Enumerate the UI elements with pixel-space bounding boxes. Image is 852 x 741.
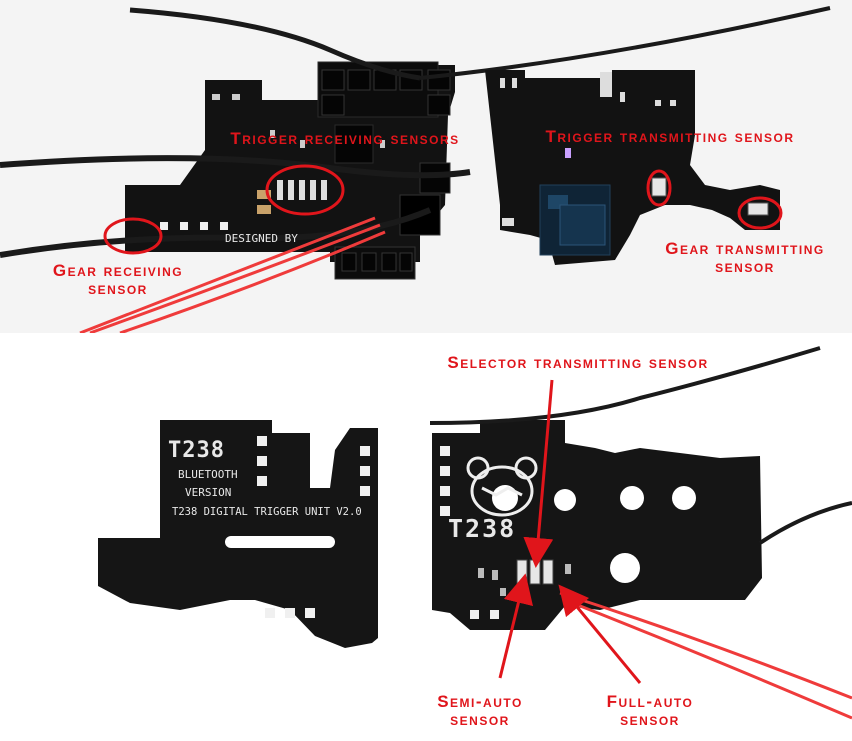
red-wire-b2 — [564, 598, 852, 720]
red-wire-b1 — [559, 591, 852, 700]
black-wire-top — [429, 346, 821, 425]
trigger-transmitting-sensor-component — [651, 177, 667, 197]
product-name-silkscreen: T238 DIGITAL TRIGGER UNIT V2.0 — [172, 506, 362, 518]
bottom-photo-drawing — [98, 346, 852, 720]
designed-by-silkscreen: DESIGNED BY — [225, 232, 298, 245]
black-wire-1 — [0, 155, 471, 179]
label-gear-transmitting-sensor: Gear transmitting sensor — [665, 239, 825, 276]
selector-arrow — [523, 379, 554, 568]
full-auto-arrow — [558, 584, 642, 684]
black-wire-right — [758, 501, 852, 545]
back-pcb — [98, 420, 378, 648]
label-trigger-transmitting-sensor: Trigger transmitting sensor — [545, 127, 795, 146]
slot-cutout — [225, 536, 335, 548]
logo-brand-silkscreen: T238 — [448, 514, 517, 543]
trigger-transmitting-highlight — [646, 169, 672, 207]
semi-auto-arrow — [498, 573, 534, 679]
label-trigger-receiving-sensors: Trigger receiving sensors — [230, 129, 460, 148]
black-wire-4 — [419, 6, 831, 80]
bt-shield — [559, 204, 606, 246]
mcu-chip — [334, 124, 374, 164]
label-semi-auto-sensor: Semi-auto sensor — [437, 692, 523, 729]
gear-receiving-highlight — [103, 217, 163, 255]
gear-transmitting-sensor-component — [747, 202, 769, 216]
transmitter-pcb — [485, 70, 780, 265]
black-wire-3 — [129, 7, 421, 81]
trigger-receiving-highlight — [265, 164, 345, 216]
red-wire-1 — [79, 216, 376, 333]
selector-sensors — [516, 559, 554, 585]
gear-transmitting-highlight — [737, 196, 783, 230]
red-wire-3 — [119, 230, 386, 333]
label-gear-receiving-sensor: Gear receiving sensor — [52, 261, 184, 298]
label-full-auto-sensor: Full-auto sensor — [606, 692, 694, 729]
top-photo-panel: DESIGNED BY Trigger receiving sensors Tr… — [0, 0, 852, 333]
top-photo-drawing — [0, 6, 831, 333]
bear-logo — [466, 456, 538, 517]
bottom-photo-panel: T238 BLUETOOTH VERSION T238 DIGITAL TRIG… — [0, 338, 852, 741]
t238-silkscreen: T238 — [168, 438, 225, 463]
red-wire-2 — [89, 223, 381, 333]
bluetooth-silkscreen: BLUETOOTH — [178, 468, 238, 481]
label-selector-transmitting-sensor: Selector transmitting sensor — [447, 353, 709, 372]
version-silkscreen: VERSION — [185, 486, 232, 499]
